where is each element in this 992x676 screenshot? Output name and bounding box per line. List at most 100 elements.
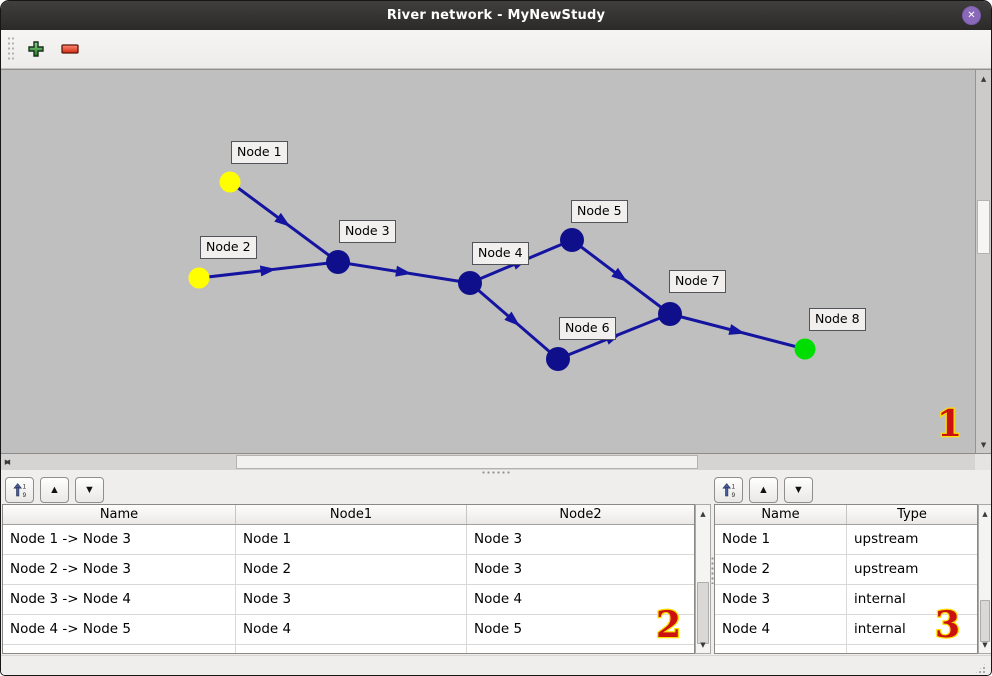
- column-header[interactable]: Name: [715, 505, 847, 524]
- canvas-vertical-scrollbar[interactable]: ▲ ▼: [975, 69, 991, 453]
- flow-arrow-icon: [504, 311, 521, 327]
- nodes-table-scrollbar[interactable]: ▲ ▼: [978, 504, 991, 654]
- scroll-down-icon[interactable]: ▼: [980, 440, 987, 449]
- scroll-right-icon[interactable]: ▶: [4, 458, 11, 466]
- column-header[interactable]: Name: [3, 505, 236, 524]
- canvas-horizontal-scrollbar[interactable]: ◀ ▶: [1, 453, 976, 470]
- table-cell: Node 1 -> Node 3: [3, 525, 236, 555]
- column-header[interactable]: Node2: [559, 507, 602, 522]
- nodes-table-toolbar: 1 9 ▲ ▼: [714, 477, 813, 503]
- close-icon: ✕: [967, 10, 976, 21]
- tables-splitter-handle[interactable]: [711, 556, 714, 584]
- canvas-area: 1 Node 1 Node 2 Node 3 Node 4 Node 5 Node 6 No…: [1, 69, 991, 453]
- table-cell: Node 4: [236, 615, 467, 645]
- scroll-down-icon[interactable]: ▼: [700, 640, 706, 649]
- move-node-down-button[interactable]: ▼: [784, 477, 813, 503]
- sort-one-glyph: 1: [23, 483, 27, 490]
- node-internal[interactable]: [546, 347, 570, 371]
- column-header[interactable]: Node1: [236, 505, 467, 524]
- move-node-up-button[interactable]: ▲: [749, 477, 778, 503]
- node-label[interactable]: Node 2: [200, 236, 257, 260]
- table-cell: Node 2: [236, 555, 467, 585]
- scroll-up-icon[interactable]: ▲: [980, 74, 987, 83]
- table-cell: Node 3: [467, 555, 694, 585]
- table-cell: Node 3: [715, 585, 847, 615]
- table-cell: Node 3 -> Node 4: [3, 585, 236, 615]
- table-cell: Node 4: [715, 615, 847, 645]
- status-bar: [1, 655, 991, 675]
- close-button[interactable]: ✕: [962, 6, 981, 25]
- up-arrow-icon: ▲: [49, 484, 60, 496]
- table-cell: Node 4 -> Node 5: [3, 615, 236, 645]
- node-internal[interactable]: [658, 302, 682, 326]
- splitter-handle[interactable]: [1, 470, 991, 475]
- node-upstream[interactable]: [188, 267, 210, 289]
- sort-nodes-button[interactable]: 1 9: [714, 477, 743, 503]
- down-arrow-icon: ▼: [84, 484, 95, 496]
- table-cell: upstream: [847, 525, 977, 555]
- sort-nine-glyph: 9: [23, 492, 27, 498]
- node-label[interactable]: Node 5: [571, 200, 628, 224]
- node-internal[interactable]: [326, 250, 350, 274]
- node-label[interactable]: Node 4: [472, 242, 529, 266]
- red-minus-icon: [61, 44, 79, 54]
- table-cell: Node 1: [715, 525, 847, 555]
- node-downstream[interactable]: [794, 338, 816, 360]
- links-table-scrollbar[interactable]: ▲ ▼: [695, 504, 711, 654]
- links-scroll-thumb[interactable]: [697, 582, 709, 644]
- node-label[interactable]: Node 8: [809, 308, 866, 332]
- scroll-up-icon[interactable]: ▲: [700, 509, 706, 518]
- annotation-1: 1: [936, 403, 964, 445]
- flow-arrow-icon: [728, 324, 746, 335]
- table-cell: upstream: [847, 555, 977, 585]
- sort-one-glyph: 1: [732, 483, 736, 490]
- node-label[interactable]: Node 6: [559, 317, 616, 341]
- remove-button[interactable]: [57, 36, 83, 62]
- node-label[interactable]: Node 1: [231, 141, 288, 165]
- move-link-up-button[interactable]: ▲: [40, 477, 69, 503]
- scroll-up-icon[interactable]: ▲: [982, 509, 988, 518]
- resize-grip-icon[interactable]: [974, 662, 987, 675]
- table-cell: Node 2: [715, 555, 847, 585]
- horizontal-scroll-area: ◀ ▶: [1, 453, 991, 470]
- table-cell: Node 4: [467, 585, 694, 615]
- scrollbar-corner: [975, 453, 991, 470]
- table-cell: Node 2 -> Node 3: [3, 555, 236, 585]
- node-label[interactable]: Node 7: [669, 270, 726, 294]
- up-arrow-icon: ▲: [758, 484, 769, 496]
- titlebar[interactable]: River network - MyNewStudy ✕: [1, 1, 991, 30]
- table-cell: internal: [847, 585, 977, 615]
- flow-arrow-icon: [259, 265, 277, 277]
- move-link-down-button[interactable]: ▼: [75, 477, 104, 503]
- canvas-vscroll-thumb[interactable]: [977, 200, 990, 254]
- table-cell: Node 3: [467, 525, 694, 555]
- scroll-left-icon[interactable]: ◀: [4, 458, 11, 466]
- add-button[interactable]: [23, 36, 49, 62]
- table-header-row: Name Type: [715, 505, 977, 525]
- node-label[interactable]: Node 3: [339, 220, 396, 244]
- toolbar-drag-handle[interactable]: [7, 36, 14, 62]
- canvas-hscroll-thumb[interactable]: [236, 455, 698, 469]
- table-toolbars: 1 9 ▲ ▼ 1 9 ▲: [1, 475, 991, 504]
- scroll-down-icon[interactable]: ▼: [982, 640, 988, 649]
- node-internal[interactable]: [458, 271, 482, 295]
- node-internal[interactable]: [560, 228, 584, 252]
- window-title: River network - MyNewStudy: [386, 8, 606, 23]
- network-canvas[interactable]: 1 Node 1 Node 2 Node 3 Node 4 Node 5 Node 6 No…: [1, 69, 976, 453]
- sort-links-button[interactable]: 1 9: [5, 477, 34, 503]
- column-header[interactable]: Type: [897, 507, 927, 522]
- down-arrow-icon: ▼: [793, 484, 804, 496]
- nodes-scroll-thumb[interactable]: [980, 600, 990, 642]
- node-upstream[interactable]: [219, 171, 241, 193]
